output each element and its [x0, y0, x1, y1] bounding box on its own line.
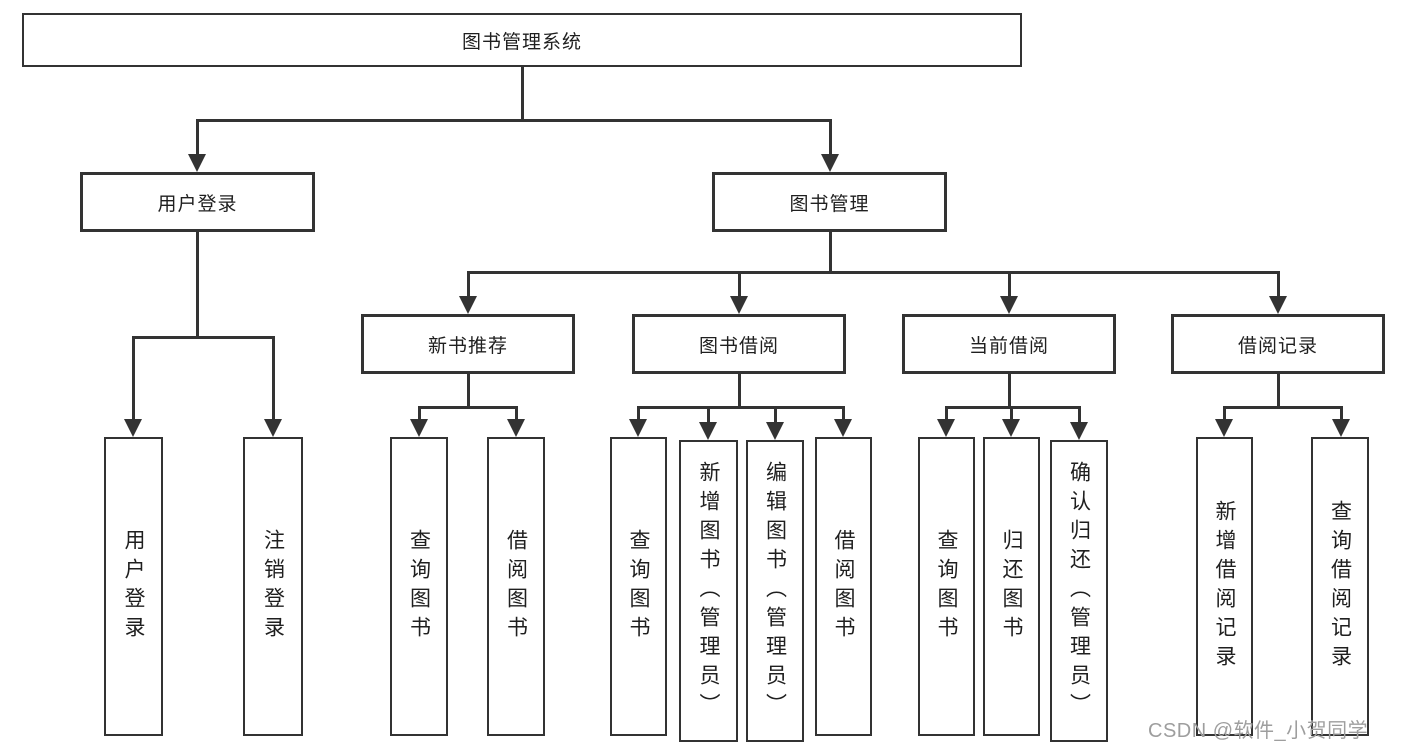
leaf-logout: 注销登录: [243, 437, 303, 736]
arrow-down-icon: [699, 422, 717, 440]
leaf-user-login: 用户登录: [104, 437, 163, 736]
node-label: 借阅记录: [1237, 335, 1318, 357]
node-label: 新书推荐: [427, 335, 508, 357]
arrow-down-icon: [937, 419, 955, 437]
connector-line: [195, 232, 199, 337]
arrow-down-icon: [730, 296, 748, 314]
arrow-down-icon: [834, 419, 852, 437]
connector-line: [1276, 374, 1280, 407]
leaf-edit-books-admin: 编辑图书（管理员）: [746, 440, 804, 742]
node-label: 新增借阅记录: [1213, 499, 1236, 674]
arrow-down-icon: [766, 422, 784, 440]
node-current-borrowing: 当前借阅: [902, 314, 1116, 374]
arrow-down-icon: [410, 419, 428, 437]
node-book-management: 图书管理: [712, 172, 947, 232]
arrow-down-icon: [629, 419, 647, 437]
connector-line: [828, 120, 832, 168]
connector-line: [131, 335, 275, 339]
node-label: 借阅图书: [832, 528, 855, 645]
connector-line: [417, 405, 518, 409]
node-new-book-recommend: 新书推荐: [361, 314, 575, 374]
node-user-login: 用户登录: [80, 172, 315, 232]
arrow-down-icon: [507, 419, 525, 437]
node-label: 注销登录: [261, 528, 285, 645]
connector-line: [706, 407, 710, 436]
connector-line: [1077, 407, 1081, 436]
connector-line: [195, 120, 199, 168]
node-label: 当前借阅: [968, 335, 1049, 357]
node-label: 借阅图书: [504, 528, 528, 645]
node-label: 查询图书: [407, 528, 431, 645]
arrow-down-icon: [1000, 296, 1018, 314]
node-label: 查询图书: [627, 528, 650, 645]
node-label: 编辑图书（管理员）: [763, 460, 787, 722]
arrow-down-icon: [1269, 296, 1287, 314]
connector-line: [271, 337, 275, 433]
connector-line: [737, 374, 741, 407]
node-label: 归还图书: [1000, 528, 1023, 645]
arrow-down-icon: [1002, 419, 1020, 437]
connector-line: [1007, 374, 1011, 407]
node-label: 图书管理系统: [461, 31, 582, 53]
leaf-return-books: 归还图书: [983, 437, 1040, 736]
leaf-borrow-books-recommend: 借阅图书: [487, 437, 545, 736]
connector-line: [195, 118, 832, 122]
node-label: 确认归还（管理员）: [1067, 460, 1091, 722]
leaf-borrow-books-borrowing: 借阅图书: [815, 437, 872, 736]
connector-line: [737, 272, 741, 310]
node-book-borrowing: 图书借阅: [632, 314, 846, 374]
connector-line: [1007, 272, 1011, 310]
connector-line: [828, 232, 832, 272]
leaf-query-books-recommend: 查询图书: [390, 437, 448, 736]
connector-line: [466, 374, 470, 407]
watermark-text: CSDN @软件_小贺同学: [1148, 720, 1369, 742]
leaf-add-books-admin: 新增图书（管理员）: [679, 440, 738, 742]
connector-line: [520, 67, 524, 120]
connector-line: [944, 405, 1081, 409]
arrow-down-icon: [124, 419, 142, 437]
leaf-query-books-borrowing: 查询图书: [610, 437, 667, 736]
arrow-down-icon: [821, 154, 839, 172]
arrow-down-icon: [1332, 419, 1350, 437]
node-label: 查询借阅记录: [1328, 499, 1352, 674]
connector-line: [1276, 272, 1280, 310]
arrow-down-icon: [264, 419, 282, 437]
connector-line: [636, 405, 845, 409]
node-label: 用户登录: [122, 528, 145, 645]
arrow-down-icon: [188, 154, 206, 172]
connector-line: [466, 272, 470, 310]
leaf-add-borrow-record: 新增借阅记录: [1196, 437, 1253, 736]
connector-line: [773, 407, 777, 436]
node-label: 用户登录: [157, 193, 238, 215]
leaf-query-borrow-record: 查询借阅记录: [1311, 437, 1369, 736]
node-label: 新增图书（管理员）: [697, 460, 720, 722]
connector-line: [466, 270, 1280, 274]
node-label: 查询图书: [935, 528, 958, 645]
arrow-down-icon: [1215, 419, 1233, 437]
arrow-down-icon: [459, 296, 477, 314]
connector-line: [131, 337, 135, 433]
connector-line: [1222, 405, 1343, 409]
node-label: 图书借阅: [698, 335, 779, 357]
leaf-query-books-current: 查询图书: [918, 437, 975, 736]
node-library-management-system: 图书管理系统: [22, 13, 1022, 67]
arrow-down-icon: [1070, 422, 1088, 440]
node-borrowing-records: 借阅记录: [1171, 314, 1385, 374]
node-label: 图书管理: [789, 193, 870, 215]
leaf-confirm-return-admin: 确认归还（管理员）: [1050, 440, 1108, 742]
